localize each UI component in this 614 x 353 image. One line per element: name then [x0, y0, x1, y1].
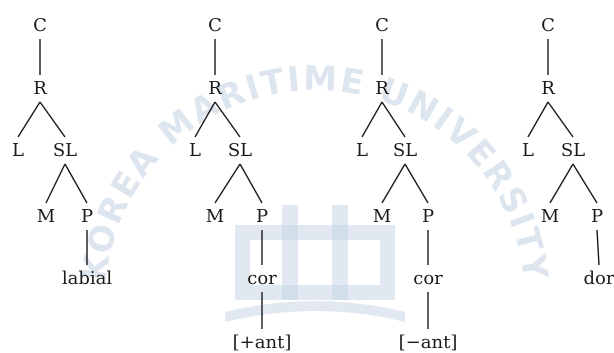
- edge-p-f1: [596, 229, 600, 266]
- node-c: C: [208, 15, 222, 36]
- node-r: R: [208, 78, 222, 99]
- edge-r-l: [527, 101, 549, 138]
- node-c: C: [375, 15, 389, 36]
- node-f1: cor: [247, 268, 277, 289]
- node-r: R: [33, 78, 47, 99]
- node-c: C: [541, 15, 555, 36]
- edge-r-l: [17, 101, 41, 138]
- node-m: M: [541, 206, 559, 227]
- edge-r-sl: [381, 101, 406, 138]
- edge-r-sl: [214, 101, 241, 138]
- node-c: C: [33, 15, 47, 36]
- edge-sl-m: [214, 163, 241, 204]
- edge-sl-m: [381, 163, 406, 204]
- node-l: L: [356, 140, 368, 161]
- node-sl: SL: [228, 140, 252, 161]
- node-f1: labial: [62, 268, 112, 289]
- edge-sl-m: [45, 163, 66, 204]
- edge-sl-p: [239, 163, 263, 204]
- university-watermark: KOREA MARITIME UNIVERSITY: [75, 59, 556, 322]
- node-r: R: [375, 78, 389, 99]
- edge-sl-m: [549, 163, 574, 204]
- edge-r-sl: [39, 101, 66, 138]
- node-m: M: [206, 206, 224, 227]
- node-p: P: [256, 206, 268, 227]
- node-l: L: [12, 140, 24, 161]
- node-l: L: [522, 140, 534, 161]
- watermark-text: KOREA MARITIME UNIVERSITY: [75, 59, 556, 284]
- node-sl: SL: [53, 140, 77, 161]
- node-f2: [+ant]: [233, 332, 292, 353]
- edge-sl-p: [572, 163, 598, 204]
- edge-sl-p: [64, 163, 88, 204]
- node-p: P: [81, 206, 93, 227]
- node-r: R: [541, 78, 555, 99]
- node-f1: dor: [584, 268, 614, 289]
- node-sl: SL: [393, 140, 417, 161]
- node-m: M: [373, 206, 391, 227]
- node-p: P: [422, 206, 434, 227]
- node-m: M: [37, 206, 55, 227]
- edge-r-sl: [547, 101, 574, 138]
- node-f1: cor: [413, 268, 443, 289]
- node-f2: [−ant]: [399, 332, 458, 353]
- edge-r-l: [361, 101, 383, 138]
- node-l: L: [189, 140, 201, 161]
- edge-r-l: [194, 101, 216, 138]
- node-sl: SL: [561, 140, 585, 161]
- edge-sl-p: [404, 163, 429, 204]
- node-p: P: [591, 206, 603, 227]
